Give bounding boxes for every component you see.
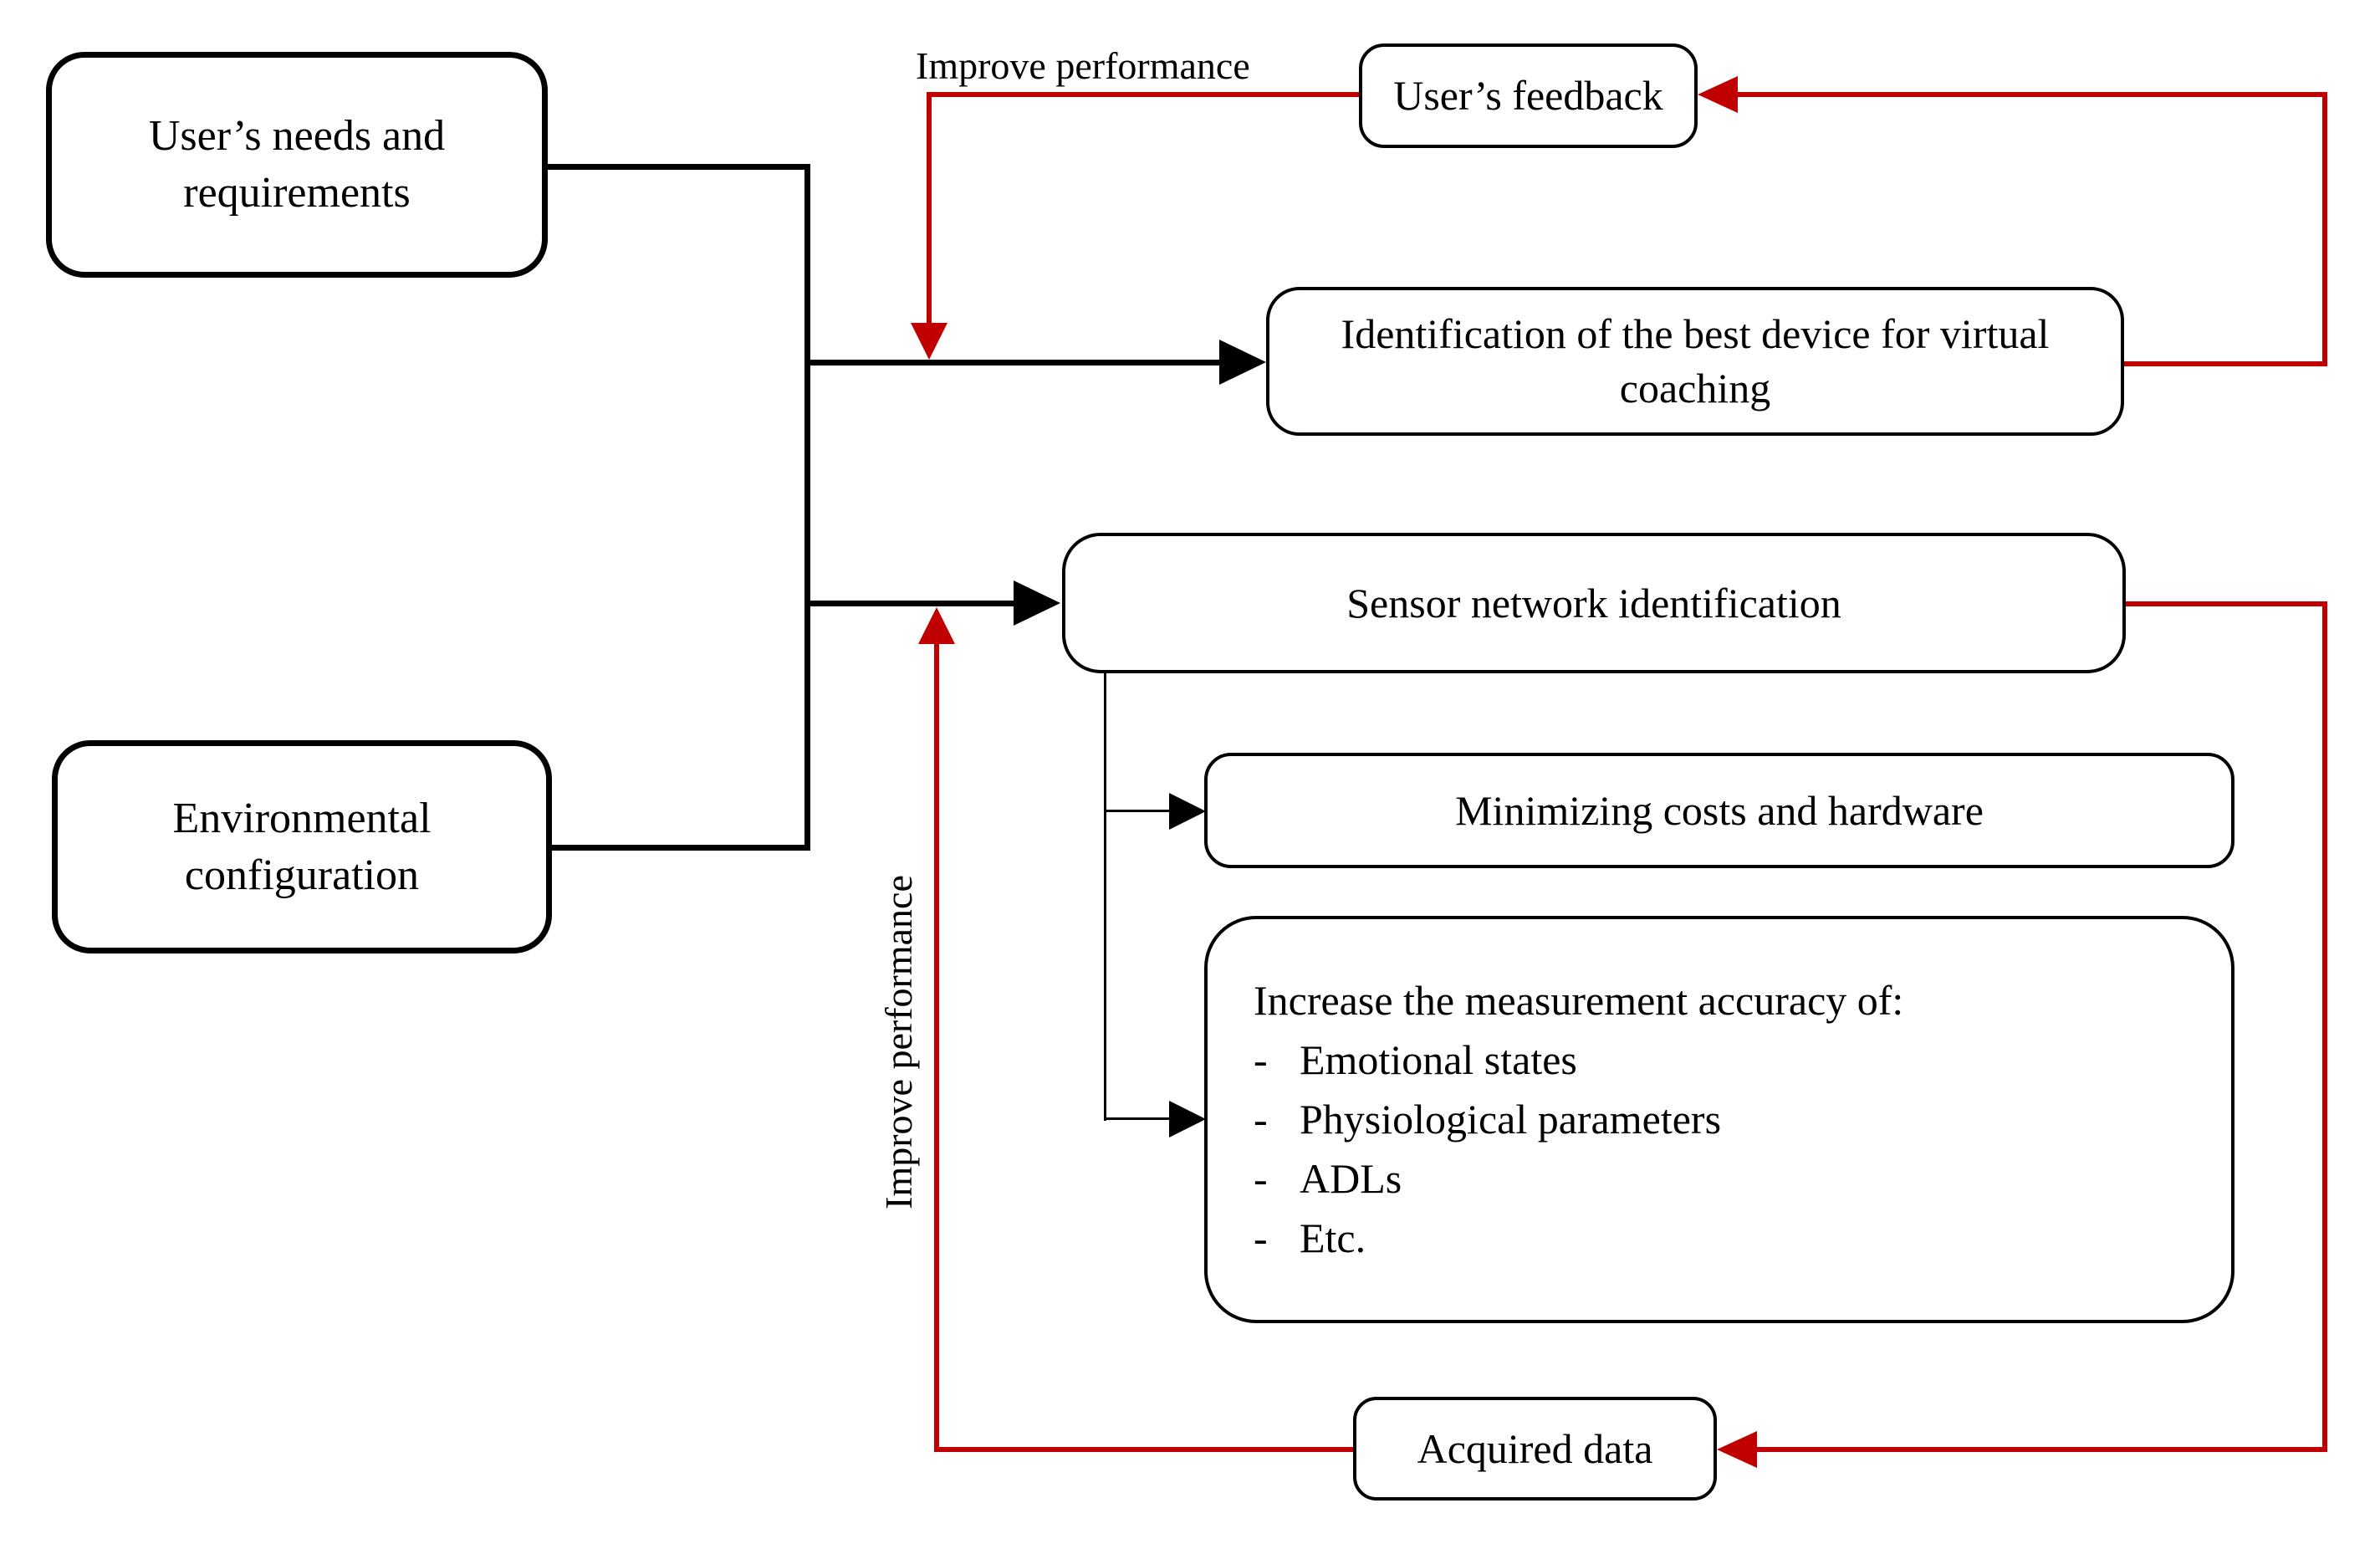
bullet-dash: - [1254, 1036, 1268, 1083]
arrowhead-right-icon [1219, 340, 1266, 385]
users-feedback-label: User’s feedback [1393, 72, 1663, 119]
increase-accuracy-title: Increase the measurement accuracy of: [1254, 977, 1904, 1024]
environmental-configuration-label: Environmental configuration [172, 794, 432, 899]
env-config-output-line [548, 845, 807, 851]
line-into-acquired-data [1757, 1447, 2327, 1452]
list-item-label: Emotional states [1300, 1036, 1577, 1083]
arrowhead-right-icon [1014, 580, 1060, 626]
bullet-dash: - [1254, 1096, 1268, 1143]
acquired-data-box: Acquired data [1353, 1397, 1717, 1501]
list-item: - ADLs [1254, 1149, 1402, 1209]
identification-to-feedback-vertical [2322, 92, 2327, 366]
feedback-line-top-horizontal [927, 92, 1359, 97]
arrow-line-to-identification [804, 360, 1221, 366]
minimizing-costs-label: Minimizing costs and hardware [1455, 786, 1984, 834]
acquired-feedback-horizontal [934, 1447, 1353, 1452]
identification-best-device-box: Identification of the best device for vi… [1266, 287, 2124, 436]
sensor-to-acquired-vertical [2322, 601, 2327, 1452]
list-item-label: Physiological parameters [1300, 1096, 1722, 1143]
identification-to-feedback-horizontal [2124, 361, 2327, 366]
junction-vertical-line [804, 164, 810, 851]
identification-best-device-label: Identification of the best device for vi… [1341, 310, 2050, 412]
list-item-label: Etc. [1300, 1214, 1366, 1261]
feedback-line-top-down [927, 92, 932, 323]
users-needs-label: User’s needs and requirements [148, 112, 446, 217]
sensor-network-identification-label: Sensor network identification [1346, 579, 1841, 626]
sensor-to-acquired-horizontal [2126, 601, 2327, 606]
users-needs-box: User’s needs and requirements [46, 52, 548, 278]
acquired-data-label: Acquired data [1417, 1424, 1653, 1472]
sensor-branch-vertical-line [1104, 673, 1106, 1121]
sensor-network-identification-box: Sensor network identification [1062, 533, 2126, 673]
arrowhead-left-icon [1717, 1431, 1757, 1468]
environmental-configuration-box: Environmental configuration [52, 740, 552, 953]
arrow-line-to-sensor-network [804, 601, 1015, 606]
improve-performance-label-side: Improve performance [877, 875, 920, 1209]
improve-performance-label-top: Improve performance [916, 44, 1250, 87]
arrowhead-down-icon [911, 323, 947, 360]
list-item: - Physiological parameters [1254, 1090, 1721, 1149]
branch-line-to-increase [1104, 1117, 1169, 1120]
acquired-feedback-vertical [934, 644, 939, 1447]
users-feedback-box: User’s feedback [1359, 43, 1698, 148]
arrowhead-right-icon [1169, 793, 1206, 830]
branch-line-to-minimizing [1104, 810, 1169, 812]
arrowhead-up-icon [918, 607, 955, 644]
users-needs-output-line [544, 164, 810, 170]
bullet-dash: - [1254, 1214, 1268, 1261]
increase-accuracy-box: Increase the measurement accuracy of: - … [1204, 916, 2234, 1323]
minimizing-costs-box: Minimizing costs and hardware [1204, 753, 2234, 868]
list-item: - Emotional states [1254, 1030, 1577, 1090]
arrowhead-right-icon [1169, 1101, 1206, 1138]
arrowhead-left-icon [1698, 76, 1738, 113]
list-item-label: ADLs [1300, 1155, 1402, 1202]
feedback-line-into-users-feedback [1738, 92, 2327, 97]
bullet-dash: - [1254, 1155, 1268, 1202]
list-item: - Etc. [1254, 1209, 1366, 1268]
